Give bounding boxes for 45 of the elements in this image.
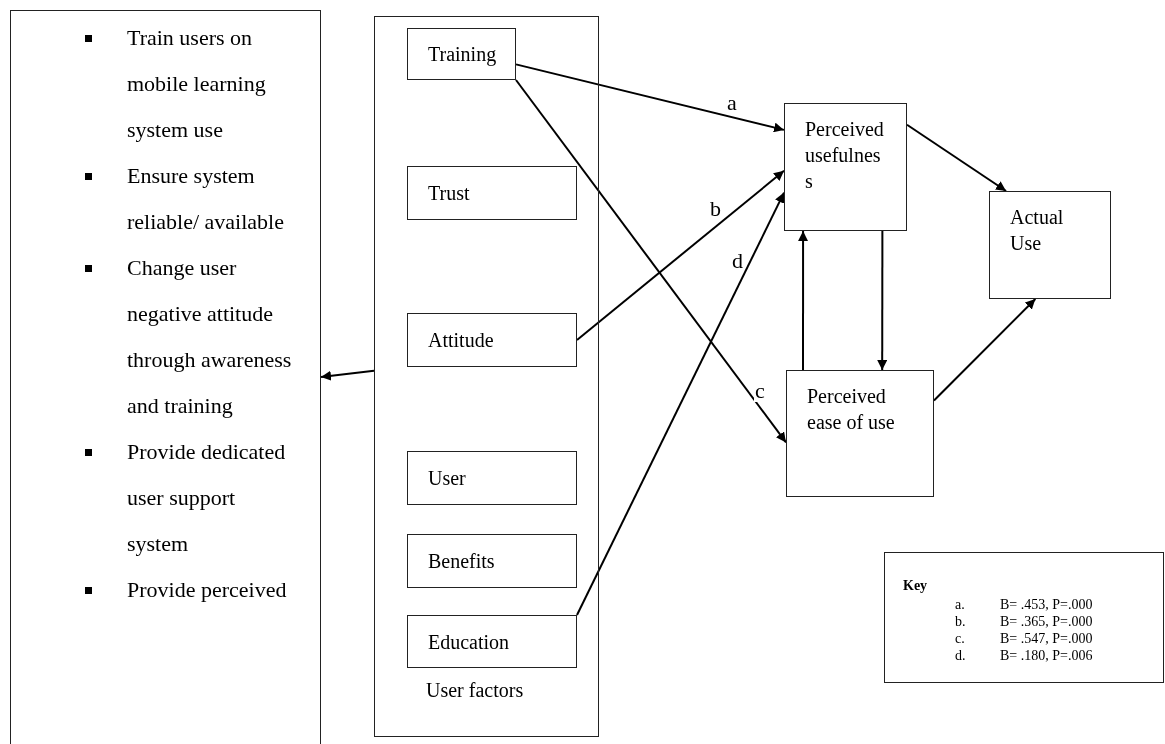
action-list-box	[10, 10, 321, 744]
action-item: Ensure system reliable/ available	[127, 162, 285, 236]
key-heading: Key	[903, 577, 928, 594]
key-value: B= .365, P=.000	[1000, 613, 1093, 630]
factor-box	[989, 191, 1111, 299]
factor-box	[407, 28, 516, 80]
node-label: Trust	[428, 181, 470, 206]
key-letter: d.	[955, 647, 966, 664]
arrow	[576, 169, 785, 341]
group-caption: User factors	[426, 678, 524, 703]
arrow	[877, 230, 888, 371]
factor-box	[407, 451, 577, 505]
node-label: Attitude	[428, 328, 494, 353]
action-item: Provide dedicated user support system	[127, 438, 287, 558]
arrow	[515, 79, 787, 444]
node-label: Education	[428, 629, 510, 655]
action-item: Change user negative attitude through awareness and training	[127, 254, 293, 420]
arrow	[515, 63, 785, 133]
factor-box	[786, 370, 934, 497]
factor-box	[407, 615, 577, 668]
node-label: Actual Use	[1010, 205, 1065, 256]
key-letter: b.	[955, 613, 966, 630]
node-label: Perceived usefulnes s	[805, 117, 885, 194]
action-item: Provide perceived	[127, 576, 288, 604]
arrow	[933, 298, 1037, 402]
factor-box	[407, 534, 577, 588]
key-value: B= .547, P=.000	[1000, 630, 1093, 647]
group-box	[374, 16, 599, 737]
key-value: B= .180, P=.006	[1000, 647, 1093, 664]
key-value: B= .453, P=.000	[1000, 596, 1093, 613]
node-label: Training	[428, 42, 497, 67]
arrow	[798, 230, 809, 371]
arrow	[576, 191, 785, 616]
key-letter: c.	[955, 630, 965, 647]
key-letter: a.	[955, 596, 965, 613]
factor-box	[407, 313, 577, 367]
factor-box	[784, 103, 907, 231]
key-box	[884, 552, 1164, 683]
node-label: User	[428, 466, 466, 491]
action-item: Train users on mobile learning system use	[127, 24, 267, 144]
arrow	[906, 123, 1008, 192]
node-label: Benefits	[428, 549, 495, 574]
factor-box	[407, 166, 577, 220]
arrow	[320, 369, 375, 381]
node-label: Perceived ease of use	[807, 384, 896, 435]
